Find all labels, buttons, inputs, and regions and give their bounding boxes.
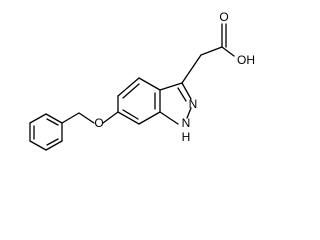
hydroxyl-label: OH	[237, 53, 255, 67]
indazole-pyrazole-ring: N N H	[159, 82, 198, 144]
benzyl-ether-linker: O	[61, 111, 119, 130]
nh-nitrogen-label: N	[182, 116, 191, 130]
ether-oxygen-label: O	[94, 116, 103, 130]
chemical-structure-diagram: O N N H O OH	[29, 10, 255, 151]
carbonyl-oxygen-label: O	[219, 10, 228, 24]
ring-nitrogen-label: N	[189, 97, 198, 111]
indazole-benzo-ring	[117, 77, 161, 125]
acetic-acid-side-chain: O OH	[181, 10, 255, 84]
nh-hydrogen-label: H	[182, 130, 191, 144]
benzyl-phenyl-ring	[29, 113, 63, 151]
